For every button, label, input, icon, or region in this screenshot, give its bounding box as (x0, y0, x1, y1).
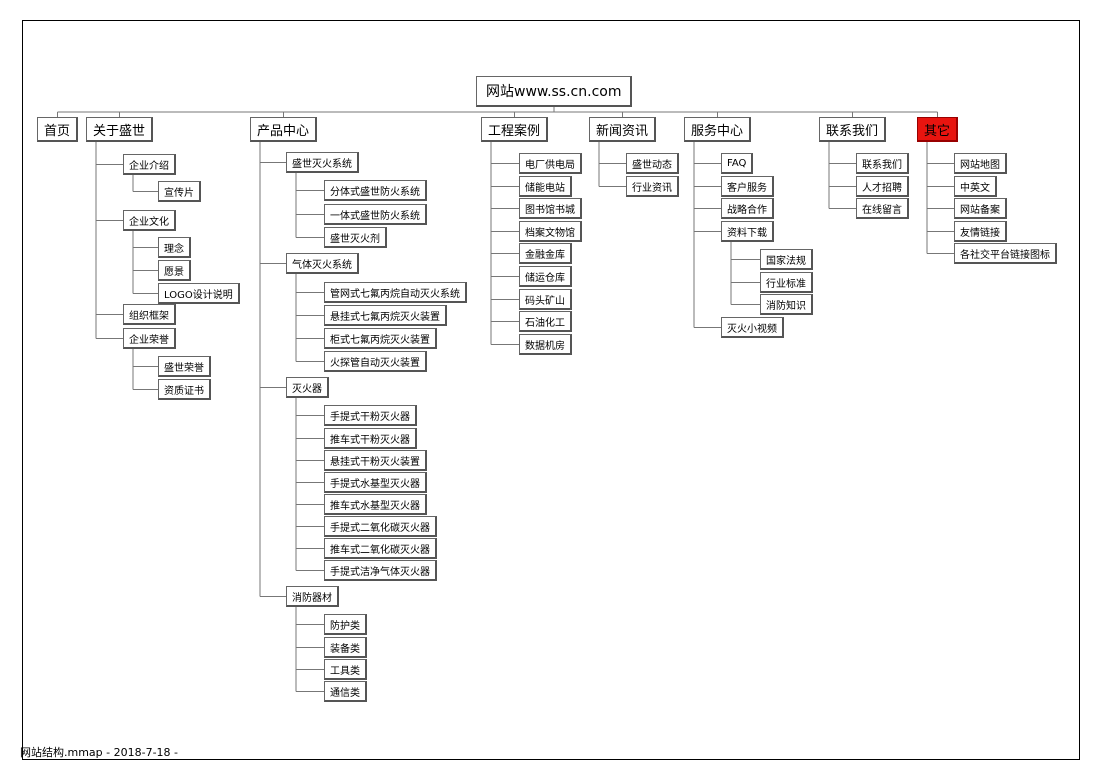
node-dl[interactable]: 资料下载 (721, 221, 774, 242)
node-g2[interactable]: 悬挂式七氟丙烷灭火装置 (324, 305, 447, 326)
node-c3[interactable]: 图书馆书城 (519, 198, 582, 219)
node-e5[interactable]: 推车式水基型灭火器 (324, 494, 427, 515)
node-c7[interactable]: 码头矿山 (519, 289, 572, 310)
node-e4[interactable]: 手提式水基型灭火器 (324, 472, 427, 493)
node-promo[interactable]: 宣传片 (158, 181, 201, 202)
node-ext[interactable]: 灭火器 (286, 377, 329, 398)
page-frame (22, 20, 1080, 760)
section-other[interactable]: 其它 (917, 117, 959, 142)
node-ct2[interactable]: 人才招聘 (856, 176, 909, 197)
node-c1[interactable]: 电厂供电局 (519, 153, 582, 174)
node-faq[interactable]: FAQ (721, 153, 754, 174)
node-know[interactable]: 消防知识 (760, 294, 813, 315)
node-idea[interactable]: 理念 (158, 237, 191, 258)
node-cert[interactable]: 资质证书 (158, 379, 211, 400)
node-logo[interactable]: LOGO设计说明 (158, 283, 240, 304)
node-e3[interactable]: 悬挂式干粉灭火装置 (324, 450, 427, 471)
node-e1[interactable]: 手提式干粉灭火器 (324, 405, 417, 426)
node-cs[interactable]: 客户服务 (721, 176, 774, 197)
node-ct3[interactable]: 在线留言 (856, 198, 909, 219)
node-c9[interactable]: 数据机房 (519, 334, 572, 355)
node-c6[interactable]: 储运仓库 (519, 266, 572, 287)
node-ct1[interactable]: 联系我们 (856, 153, 909, 174)
footer-caption: 网站结构.mmap - 2018-7-18 - (20, 746, 179, 759)
section-contact[interactable]: 联系我们 (819, 117, 887, 142)
node-honor[interactable]: 企业荣誉 (123, 328, 176, 349)
node-e7[interactable]: 推车式二氧化碳灭火器 (324, 538, 437, 559)
node-q1[interactable]: 防护类 (324, 614, 367, 635)
node-gas[interactable]: 气体灭火系统 (286, 253, 359, 274)
section-home[interactable]: 首页 (37, 117, 79, 142)
node-g3[interactable]: 柜式七氟丙烷灭火装置 (324, 328, 437, 349)
node-e8[interactable]: 手提式洁净气体灭火器 (324, 560, 437, 581)
node-org[interactable]: 组织框架 (123, 304, 176, 325)
section-cases[interactable]: 工程案例 (481, 117, 549, 142)
node-o2[interactable]: 中英文 (954, 176, 997, 197)
node-p3[interactable]: 盛世灭火剂 (324, 227, 387, 248)
node-ssfire[interactable]: 盛世灭火系统 (286, 152, 359, 173)
section-products[interactable]: 产品中心 (250, 117, 318, 142)
node-c4[interactable]: 档案文物馆 (519, 221, 582, 242)
node-o3[interactable]: 网站备案 (954, 198, 1007, 219)
node-culture[interactable]: 企业文化 (123, 210, 176, 231)
node-c2[interactable]: 储能电站 (519, 176, 572, 197)
node-equip[interactable]: 消防器材 (286, 586, 339, 607)
node-q3[interactable]: 工具类 (324, 659, 367, 680)
node-q4[interactable]: 通信类 (324, 681, 367, 702)
node-law[interactable]: 国家法规 (760, 249, 813, 270)
root-node[interactable]: 网站www.ss.cn.com (476, 76, 633, 107)
node-vision[interactable]: 愿景 (158, 260, 191, 281)
node-q2[interactable]: 装备类 (324, 637, 367, 658)
node-p1[interactable]: 分体式盛世防火系统 (324, 180, 427, 201)
section-about[interactable]: 关于盛世 (86, 117, 154, 142)
node-e2[interactable]: 推车式干粉灭火器 (324, 428, 417, 449)
node-c8[interactable]: 石油化工 (519, 311, 572, 332)
node-n1[interactable]: 盛世动态 (626, 153, 679, 174)
section-service[interactable]: 服务中心 (684, 117, 752, 142)
node-intro[interactable]: 企业介绍 (123, 154, 176, 175)
node-g1[interactable]: 管网式七氟丙烷自动灭火系统 (324, 282, 467, 303)
node-sshonor[interactable]: 盛世荣誉 (158, 356, 211, 377)
node-video[interactable]: 灭火小视频 (721, 317, 784, 338)
node-o1[interactable]: 网站地图 (954, 153, 1007, 174)
node-n2[interactable]: 行业资讯 (626, 176, 679, 197)
node-std[interactable]: 行业标准 (760, 272, 813, 293)
node-o5[interactable]: 各社交平台链接图标 (954, 243, 1057, 264)
node-partner[interactable]: 战略合作 (721, 198, 774, 219)
section-news[interactable]: 新闻资讯 (589, 117, 657, 142)
node-e6[interactable]: 手提式二氧化碳灭火器 (324, 516, 437, 537)
node-p2[interactable]: 一体式盛世防火系统 (324, 204, 427, 225)
node-c5[interactable]: 金融金库 (519, 243, 572, 264)
node-g4[interactable]: 火探管自动灭火装置 (324, 351, 427, 372)
node-o4[interactable]: 友情链接 (954, 221, 1007, 242)
